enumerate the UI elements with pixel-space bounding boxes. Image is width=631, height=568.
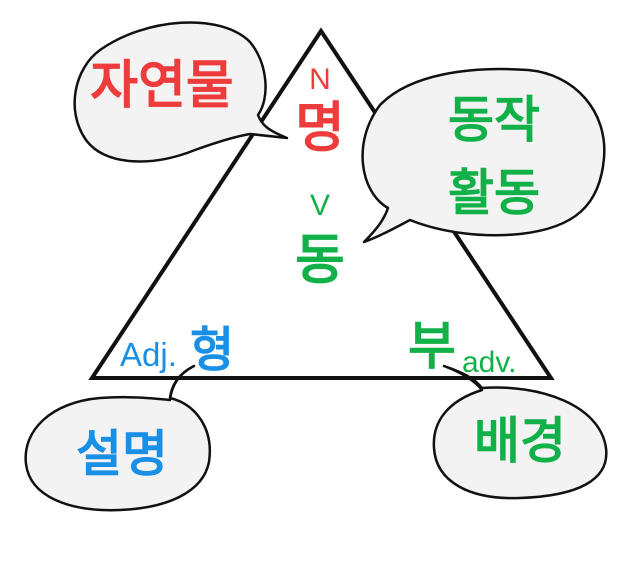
adverb-abbr: adv.: [462, 346, 516, 379]
verb-abbr: V: [310, 189, 330, 222]
adverb-hangul: 부: [408, 317, 456, 377]
speech-bubble-description: [24, 364, 212, 512]
adjective-hangul: 형: [190, 322, 234, 378]
speech-bubble-action: [361, 67, 606, 244]
noun-hangul: 명: [295, 96, 345, 159]
speech-bubble-natural-things: [73, 21, 289, 163]
adjective-abbr: Adj.: [120, 336, 177, 373]
bubble-text-background: 배경: [474, 412, 566, 470]
bubble-text-action-line1: 동작: [448, 91, 540, 149]
noun-abbr: N: [309, 63, 331, 96]
bubble-text-action-line2: 활동: [448, 164, 540, 222]
bubble-text-description: 설명: [76, 425, 168, 483]
verb-hangul: 동: [295, 228, 345, 291]
speech-bubble-background: [432, 364, 608, 500]
bubble-text-natural-things: 자연물: [90, 56, 234, 116]
